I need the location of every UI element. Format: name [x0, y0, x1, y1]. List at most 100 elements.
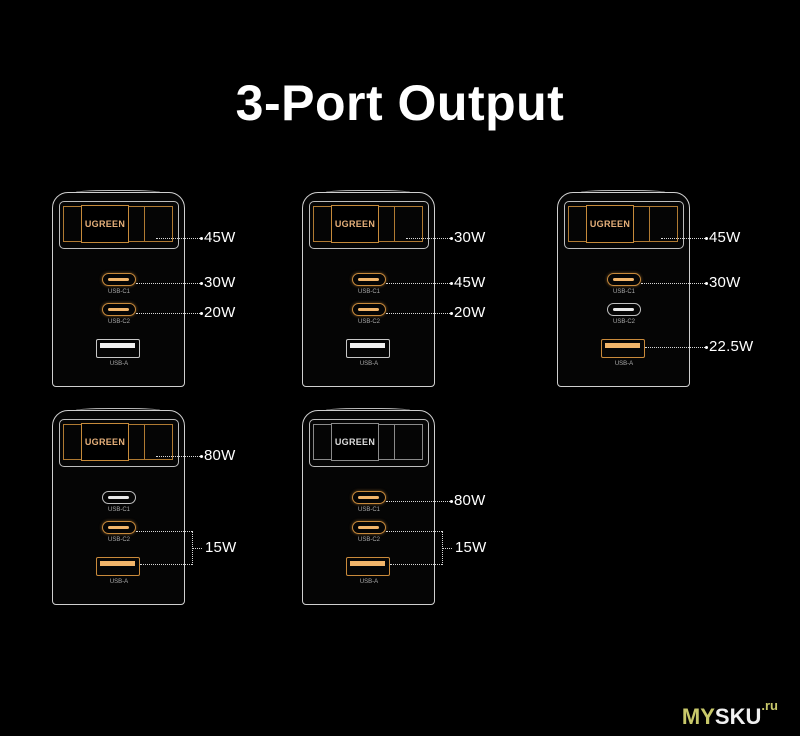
usb-c1-output-wattage: 30W: [709, 274, 741, 291]
plug-segment: [649, 207, 650, 241]
usb-c1-output-connector: [386, 501, 450, 502]
plug-output-connector: [156, 456, 200, 457]
arrow-head-icon: [200, 455, 203, 458]
shared-wattage: 15W: [205, 539, 237, 556]
usb-c1-output-wattage: 80W: [454, 492, 486, 509]
usb-a-port: [346, 339, 390, 358]
usb-c1-label: USB-C1: [107, 507, 130, 513]
usb-a-port: [96, 339, 140, 358]
plug-slot: UGREEN: [59, 419, 179, 467]
charger-top-edge: [75, 190, 161, 196]
arrow-head-icon: [200, 312, 203, 315]
brand-label: UGREEN: [589, 219, 631, 229]
usb-c2-port: [607, 303, 641, 316]
usb-a-output-connector: [645, 347, 705, 348]
usb-c2-label: USB-C2: [357, 537, 380, 543]
plug-body: UGREEN: [81, 423, 129, 461]
usb-a-label: USB-A: [109, 579, 129, 585]
usb-c2-label: USB-C2: [612, 319, 635, 325]
watermark: MYSKU.ru: [681, 698, 778, 730]
plug-slot: UGREEN: [309, 419, 429, 467]
usb-a-label: USB-A: [359, 361, 379, 367]
charger-top-edge: [325, 190, 411, 196]
plug-output-wattage: 80W: [204, 447, 236, 464]
plug-segment: [144, 425, 145, 459]
plug-output-wattage: 45W: [709, 229, 741, 246]
usb-c2-shared-connector: [386, 531, 442, 532]
usb-c1-port: [352, 273, 386, 286]
usb-c2-output-connector: [386, 313, 450, 314]
charger-top-edge: [75, 408, 161, 414]
usb-c2-output-wattage: 20W: [204, 304, 236, 321]
arrow-head-icon: [450, 282, 453, 285]
plug-segment: [144, 207, 145, 241]
brand-label: UGREEN: [334, 219, 376, 229]
arrow-head-icon: [450, 500, 453, 503]
usb-c2-output-wattage: 20W: [454, 304, 486, 321]
plug-output-connector: [661, 238, 705, 239]
usb-a-port: [601, 339, 645, 358]
usb-c1-output-connector: [386, 283, 450, 284]
brand-label: UGREEN: [84, 437, 126, 447]
watermark-my: MY: [681, 704, 715, 729]
arrow-head-icon: [450, 312, 453, 315]
charger-top-edge: [325, 408, 411, 414]
usb-c-plug: UGREEN: [63, 423, 173, 461]
shared-connector: [442, 548, 452, 549]
watermark-suffix: .ru: [761, 698, 778, 713]
plug-segment: [394, 207, 395, 241]
usb-c1-output-connector: [136, 283, 200, 284]
plug-body: UGREEN: [331, 423, 379, 461]
usb-c2-port: [352, 303, 386, 316]
brand-label: UGREEN: [84, 219, 126, 229]
watermark-sku: SKU: [714, 704, 762, 729]
usb-c-plug: UGREEN: [313, 205, 423, 243]
usb-c-plug: UGREEN: [313, 423, 423, 461]
plug-output-connector: [156, 238, 200, 239]
shared-wattage: 15W: [455, 539, 487, 556]
usb-a-label: USB-A: [109, 361, 129, 367]
usb-a-shared-connector: [140, 564, 192, 565]
arrow-head-icon: [200, 282, 203, 285]
usb-a-label: USB-A: [359, 579, 379, 585]
arrow-head-icon: [200, 237, 203, 240]
plug-slot: UGREEN: [564, 201, 684, 249]
plug-slot: UGREEN: [309, 201, 429, 249]
usb-c2-label: USB-C2: [357, 319, 380, 325]
shared-connector: [192, 548, 202, 549]
usb-c2-label: USB-C2: [107, 537, 130, 543]
usb-a-shared-connector: [390, 564, 442, 565]
brand-label: UGREEN: [334, 437, 376, 447]
usb-c1-label: USB-C1: [107, 289, 130, 295]
usb-c-plug: UGREEN: [63, 205, 173, 243]
plug-output-wattage: 45W: [204, 229, 236, 246]
arrow-head-icon: [705, 282, 708, 285]
usb-a-port: [346, 557, 390, 576]
usb-c1-label: USB-C1: [612, 289, 635, 295]
usb-c1-output-wattage: 45W: [454, 274, 486, 291]
plug-body: UGREEN: [331, 205, 379, 243]
usb-c1-port: [102, 273, 136, 286]
page-title: 3-Port Output: [235, 75, 565, 131]
plug-body: UGREEN: [81, 205, 129, 243]
charger-top-edge: [580, 190, 666, 196]
usb-c2-shared-connector: [136, 531, 192, 532]
usb-c1-output-connector: [641, 283, 705, 284]
usb-a-port: [96, 557, 140, 576]
usb-a-output-wattage: 22.5W: [709, 338, 754, 355]
plug-slot: UGREEN: [59, 201, 179, 249]
usb-c1-port: [352, 491, 386, 504]
usb-c2-label: USB-C2: [107, 319, 130, 325]
usb-c2-port: [102, 521, 136, 534]
usb-c1-output-wattage: 30W: [204, 274, 236, 291]
